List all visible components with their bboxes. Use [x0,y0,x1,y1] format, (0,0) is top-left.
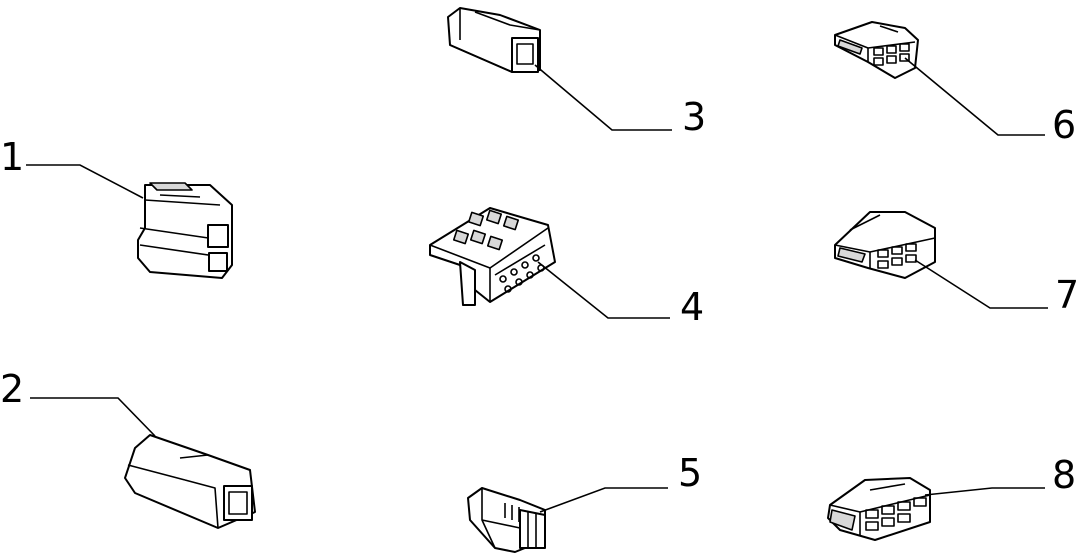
callout-1: 1 [0,135,24,179]
leader-6 [904,57,1045,136]
leader-7 [914,259,1048,309]
callout-6: 6 [1052,103,1076,147]
callout-7: 7 [1055,273,1079,317]
part-7-connector[interactable] [834,211,936,279]
callout-3: 3 [682,95,706,139]
leader-8 [924,487,1045,496]
part-3-connector[interactable] [447,7,541,73]
part-6-connector[interactable] [834,21,919,79]
part-8-connector[interactable] [827,477,931,541]
callout-2: 2 [0,367,24,411]
part-1-connector[interactable] [137,182,233,279]
callout-5: 5 [678,451,702,495]
leader-5 [539,487,668,513]
leader-1 [26,164,144,199]
leader-4 [537,261,670,319]
callout-8: 8 [1052,453,1076,497]
part-2-connector[interactable] [124,434,256,529]
leader-3 [534,64,672,131]
part-5-connector[interactable] [467,487,546,553]
leader-2 [30,397,156,437]
callout-4: 4 [680,285,704,329]
part-4-connector[interactable] [429,207,556,306]
